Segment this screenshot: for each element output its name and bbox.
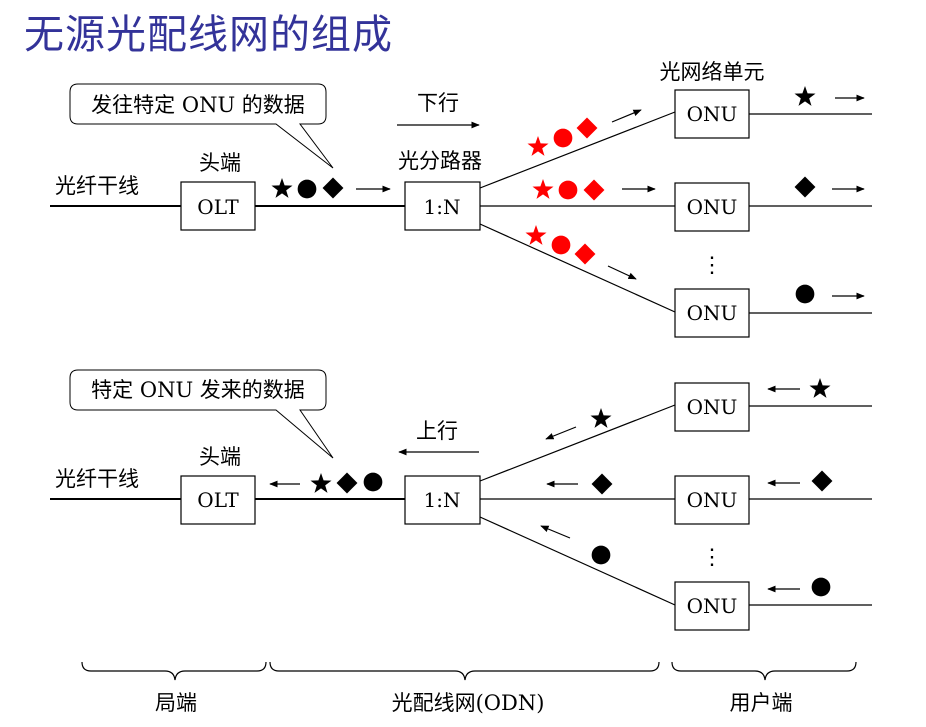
upstream-onu-1-star-symbol (809, 378, 831, 398)
upstream-olt-label: OLT (197, 488, 239, 512)
upstream-callout-text: 特定 ONU 发来的数据 (91, 378, 305, 402)
downstream-callout-text: 发往特定 ONU 的数据 (91, 93, 305, 117)
downstream-callout-bubble (69, 83, 334, 169)
downstream-trunk-symbols (271, 177, 344, 199)
odn-label: 光配线网(ODN) (392, 691, 545, 715)
upstream-onu-1-label: ONU (687, 395, 738, 419)
downstream-olt: OLT (180, 181, 256, 231)
downstream-branch-2-circle-symbol (558, 180, 578, 200)
downstream-trunk-star-symbol (271, 178, 293, 198)
upstream-section: 特定 ONU 发来的数据 上行 光纤干线 头端 OLT 1:N ONU ONU (50, 369, 872, 631)
upstream-onu-2-diamond-symbol (811, 470, 833, 492)
downstream-olt-label: OLT (197, 195, 239, 219)
upstream-onu-3-label: ONU (687, 594, 738, 618)
upstream-branch-1-flow-arrow (545, 426, 577, 440)
downstream-branch-2-diamond-symbol (583, 179, 605, 201)
upstream-olt: OLT (180, 475, 256, 525)
upstream-direction-label: 上行 (416, 419, 458, 443)
downstream-branch-3-diamond-symbol (574, 243, 596, 265)
downstream-branch-1-star-symbol (527, 136, 549, 156)
downstream-branch-1-diamond-symbol (576, 117, 598, 139)
page-title: 无源光配线网的组成 (24, 12, 393, 58)
downstream-branch-2-star-symbol (532, 179, 554, 199)
upstream-onu-3: ONU (674, 581, 750, 631)
upstream-branch-fiber-1 (479, 404, 676, 482)
bottom-braces (81, 661, 857, 681)
upstream-ellipsis: ⋮ (701, 545, 723, 570)
upstream-branch-fiber-3 (479, 516, 676, 606)
central-office-label: 局端 (155, 691, 197, 715)
downstream-direction-label: 下行 (417, 91, 459, 115)
upstream-onu-2-label: ONU (687, 488, 738, 512)
upstream-trunk-label: 光纤干线 (55, 467, 139, 491)
downstream-onu-2: ONU (674, 182, 750, 232)
downstream-branch-1-symbols (527, 117, 598, 156)
upstream-branch-3-circle-symbol (591, 545, 611, 565)
downstream-section: 发往特定 ONU 的数据 下行 光纤干线 头端 光分路器 光网络单元 OLT 1… (50, 60, 872, 338)
downstream-onu-3-label: ONU (687, 301, 738, 325)
downstream-trunk-label: 光纤干线 (55, 174, 139, 198)
downstream-delivered-symbols (794, 86, 816, 304)
downstream-delivered-2-diamond-symbol (794, 176, 816, 198)
downstream-trunk-diamond-symbol (322, 177, 344, 199)
upstream-trunk-symbols (310, 472, 383, 494)
downstream-branch-2-symbols (532, 179, 605, 201)
downstream-branch-3-star-symbol (525, 225, 547, 245)
user-side-label: 用户端 (730, 691, 793, 715)
downstream-branch-fiber-3 (479, 223, 676, 313)
downstream-delivered-1-star-symbol (794, 86, 816, 106)
downstream-head-label: 头端 (199, 151, 241, 175)
downstream-onu-1: ONU (674, 89, 750, 139)
upstream-onu-3-circle-symbol (811, 577, 831, 597)
upstream-branch-3-flow-arrow (540, 525, 571, 539)
downstream-branch-3-circle-symbol (551, 235, 571, 255)
brace-central-office (81, 661, 267, 681)
downstream-splitter-label: 光分路器 (398, 149, 482, 173)
downstream-splitter-ratio: 1:N (424, 195, 461, 219)
upstream-head-label: 头端 (199, 445, 241, 469)
downstream-onu-1-label: ONU (687, 102, 738, 126)
upstream-branch-2-diamond-symbol (591, 473, 613, 495)
downstream-branch-3-flow-arrow (607, 265, 637, 280)
upstream-trunk-diamond-symbol (336, 472, 358, 494)
upstream-trunk-circle-symbol (363, 472, 383, 492)
brace-odn (269, 661, 660, 681)
downstream-onu-3: ONU (674, 288, 750, 338)
upstream-splitter-ratio: 1:N (424, 488, 461, 512)
upstream-onu-2: ONU (674, 475, 750, 525)
downstream-branch-3-symbols (525, 225, 596, 265)
upstream-callout-bubble (69, 369, 334, 459)
upstream-trunk-star-symbol (310, 473, 332, 493)
upstream-onu-symbols (809, 378, 833, 597)
downstream-ellipsis: ⋮ (701, 253, 723, 278)
brace-user-side (671, 661, 857, 681)
downstream-trunk-circle-symbol (297, 179, 317, 199)
downstream-branch-fiber-1 (479, 111, 676, 189)
upstream-branch-symbols (590, 408, 613, 565)
upstream-branch-1-star-symbol (590, 408, 612, 428)
downstream-branch-1-flow-arrow (611, 109, 642, 123)
downstream-onu-2-label: ONU (687, 195, 738, 219)
downstream-branch-1-circle-symbol (553, 128, 573, 148)
downstream-delivered-3-circle-symbol (795, 284, 815, 304)
upstream-splitter: 1:N (404, 475, 481, 525)
upstream-onu-1: ONU (674, 382, 750, 432)
downstream-onu-unit-label: 光网络单元 (660, 60, 765, 84)
downstream-splitter: 1:N (404, 181, 481, 231)
